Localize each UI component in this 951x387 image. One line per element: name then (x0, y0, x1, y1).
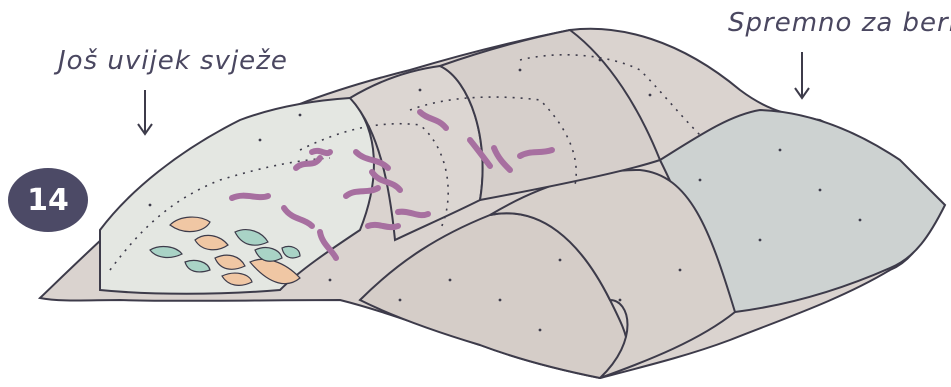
arrow-ready (795, 52, 809, 98)
arrow-fresh (138, 90, 152, 134)
label-still-fresh: Još uvijek svježe (58, 46, 288, 76)
label-ready-to-harvest: Spremno za berbu (728, 8, 951, 38)
step-number-badge: 14 (8, 168, 88, 232)
